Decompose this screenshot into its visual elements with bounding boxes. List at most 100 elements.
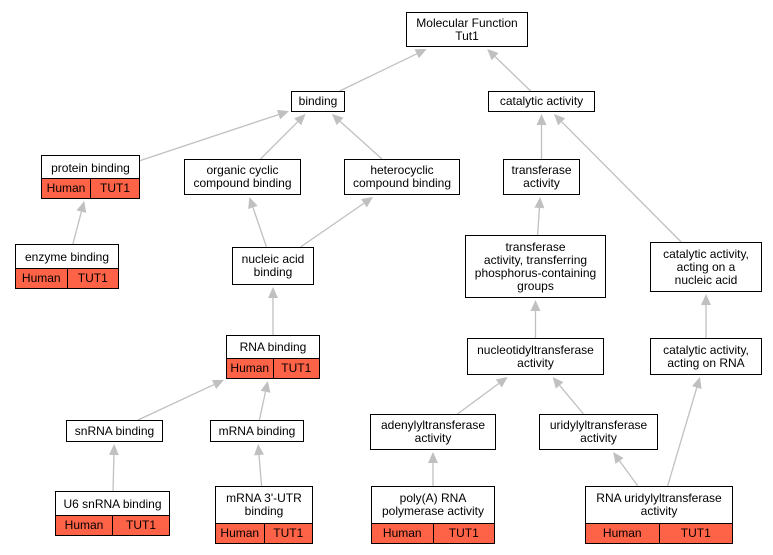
- annotation-row: Human TUT1: [41, 178, 140, 199]
- edge-snrna_binding-to-rna_binding: [137, 379, 224, 421]
- node-enzyme-binding[interactable]: enzyme binding Human TUT1: [15, 244, 119, 289]
- edge-line: [112, 454, 115, 492]
- edge-catalytic_nucleic-to-catalytic: [553, 114, 682, 243]
- node-label: poly(A) RNA polymerase activity: [381, 491, 485, 518]
- edge-rna_binding-to-nucleic_acid_binding: [268, 287, 278, 335]
- annotation-species: Human: [382, 526, 422, 540]
- node-label: RNA binding: [239, 339, 307, 354]
- edge-adenylyltransferase-to-nucleotidyltransferase: [457, 377, 508, 415]
- edge-line: [139, 113, 279, 162]
- edge-line: [300, 202, 365, 248]
- edge-arrowhead: [534, 197, 545, 209]
- node-catalytic-acting-on-rna[interactable]: catalytic activity, acting on RNA: [650, 338, 762, 375]
- annotation-gene: TUT1: [90, 179, 139, 198]
- edge-line: [260, 121, 299, 160]
- node-mrna-3utr-binding[interactable]: mRNA 3'-UTR binding Human TUT1: [215, 486, 313, 544]
- annotation-species: Human: [220, 526, 260, 540]
- edge-arrowhead: [487, 49, 499, 61]
- annotation-gene: TUT1: [658, 524, 733, 543]
- node-organic-cyclic-compound-binding[interactable]: organic cyclic compound binding: [184, 159, 301, 195]
- annotation-row: Human TUT1: [585, 523, 733, 544]
- edge-arrowhead: [76, 201, 87, 213]
- node-catalytic-acting-on-nucleic-acid[interactable]: catalytic activity, acting on a nucleic …: [650, 242, 762, 292]
- node-u6-snrna-binding[interactable]: U6 snRNA binding Human TUT1: [55, 491, 170, 536]
- edge-arrowhead: [613, 452, 624, 464]
- node-label: catalytic activity: [499, 94, 584, 108]
- node-uridylyltransferase-activity[interactable]: uridylyltransferase activity: [539, 414, 658, 450]
- edge-catalytic-to-mf: [487, 49, 532, 92]
- edge-catalytic_rna-to-catalytic_nucleic: [701, 294, 711, 338]
- node-label: uridylyltransferase activity: [549, 418, 648, 445]
- annotation-row: Human TUT1: [226, 358, 320, 379]
- annotation-gene: TUT1: [66, 269, 119, 288]
- annotation-gene: TUT1: [432, 524, 495, 543]
- node-label: adenylyltransferase activity: [380, 418, 486, 445]
- edge-nucleotidyltransferase-to-transferase_phosphorus: [530, 300, 541, 338]
- node-label: catalytic activity, acting on a nucleic …: [663, 246, 749, 287]
- edge-heterocyclic-to-binding: [331, 114, 383, 160]
- edge-mrna_3utr_binding-to-mrna_binding: [254, 444, 264, 487]
- node-molecular-function[interactable]: Molecular Function Tut1: [406, 12, 528, 47]
- annotation-species: Human: [602, 526, 642, 540]
- annotation-row: Human TUT1: [15, 268, 119, 289]
- node-label: Molecular Function Tut1: [416, 15, 518, 43]
- edge-arrowhead: [294, 114, 306, 126]
- edge-arrowhead: [530, 300, 541, 311]
- edge-arrowhead: [331, 114, 344, 126]
- node-mrna-binding[interactable]: mRNA binding: [210, 420, 304, 442]
- edge-arrowhead: [428, 452, 438, 463]
- node-label: mRNA 3'-UTR binding: [226, 491, 302, 518]
- annotation-gene: TUT1: [263, 524, 313, 543]
- edge-arrowhead: [276, 109, 289, 120]
- node-snrna-binding[interactable]: snRNA binding: [66, 420, 163, 442]
- node-label: binding: [298, 94, 338, 108]
- edge-line: [619, 460, 639, 487]
- edge-arrowhead: [495, 377, 508, 388]
- edge-enzyme_binding-to-protein_binding: [72, 201, 87, 245]
- node-nucleic-acid-binding[interactable]: nucleic acid binding: [232, 247, 314, 285]
- node-binding[interactable]: binding: [291, 91, 345, 112]
- annotation-species: Human: [230, 361, 270, 375]
- node-nucleotidyltransferase-activity[interactable]: nucleotidyltransferase activity: [467, 338, 604, 375]
- edge-line: [561, 121, 682, 243]
- node-polya-rna-polymerase-activity[interactable]: poly(A) RNA polymerase activity Human TU…: [371, 486, 495, 544]
- node-rna-binding[interactable]: RNA binding Human TUT1: [226, 335, 320, 379]
- edge-u6_snrna_binding-to-snrna_binding: [108, 444, 119, 492]
- node-transferase-phosphorus-groups[interactable]: transferase activity, transferring phosp…: [465, 235, 606, 298]
- node-heterocyclic-compound-binding[interactable]: heterocyclic compound binding: [344, 159, 460, 195]
- edge-arrowhead: [552, 377, 564, 389]
- annotation-row: Human TUT1: [371, 523, 495, 544]
- node-label: snRNA binding: [74, 423, 155, 438]
- edge-line: [494, 56, 532, 92]
- node-transferase-activity[interactable]: transferase activity: [503, 159, 580, 195]
- node-adenylyltransferase-activity[interactable]: adenylyltransferase activity: [370, 414, 496, 450]
- edge-arrowhead: [211, 379, 224, 390]
- edge-transferase_phosphorus-to-transferase: [534, 197, 545, 236]
- edge-arrowhead: [414, 49, 427, 59]
- annotation-gene: TUT1: [272, 359, 320, 378]
- edge-rna_uridylyltransferase-to-catalytic_rna: [666, 377, 702, 487]
- node-rna-uridylyltransferase-activity[interactable]: RNA uridylyltransferase activity Human T…: [585, 486, 733, 544]
- node-label: mRNA binding: [218, 423, 296, 438]
- node-catalytic-activity[interactable]: catalytic activity: [488, 91, 595, 112]
- edge-line: [457, 383, 500, 415]
- edge-line: [339, 53, 418, 92]
- edge-arrowhead: [268, 287, 278, 298]
- edge-rna_uridylyltransferase-to-uridylyltransferase: [613, 452, 639, 487]
- node-label: heterocyclic compound binding: [352, 163, 452, 190]
- edge-arrowhead: [536, 114, 547, 125]
- node-label: organic cyclic compound binding: [193, 163, 292, 190]
- edge-protein_binding-to-binding: [139, 109, 289, 162]
- node-protein-binding[interactable]: protein binding Human TUT1: [41, 155, 140, 199]
- edge-line: [536, 207, 541, 236]
- edge-arrowhead: [108, 444, 119, 456]
- edge-nucleic_acid_binding-to-organic_cyclic: [248, 197, 268, 248]
- node-label: nucleotidyltransferase activity: [477, 342, 594, 370]
- annotation-species: Human: [64, 518, 104, 532]
- edge-line: [72, 211, 83, 245]
- edge-line: [339, 120, 383, 160]
- node-label: U6 snRNA binding: [63, 496, 162, 511]
- node-label: transferase activity: [511, 163, 572, 190]
- edge-arrowhead: [361, 197, 374, 208]
- edge-arrowhead: [553, 114, 566, 126]
